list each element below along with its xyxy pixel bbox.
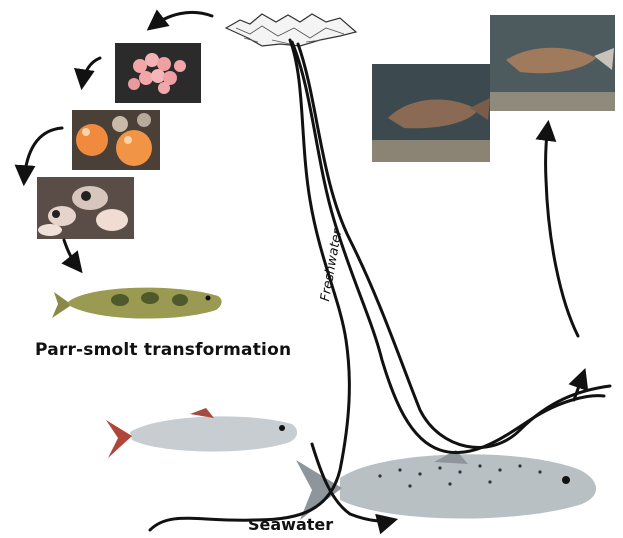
return-arrow-upper	[546, 124, 578, 336]
arrow-to-eyed-eggs	[82, 58, 100, 86]
smolt-fish	[106, 408, 297, 458]
eyed-eggs-photo	[72, 110, 160, 170]
eggs-photo	[115, 43, 201, 103]
parr-fish	[52, 288, 222, 319]
alevin-photo	[37, 177, 134, 239]
arrow-to-parr	[64, 240, 80, 270]
arrow-to-alevin	[24, 128, 62, 182]
arrow-to-eggs	[150, 12, 212, 28]
seawater-label: Seawater	[248, 515, 333, 534]
return-arrow-lower	[574, 372, 584, 400]
parr-smolt-label: Parr-smolt transformation	[35, 340, 291, 360]
spawning-fish-photo	[372, 15, 615, 162]
